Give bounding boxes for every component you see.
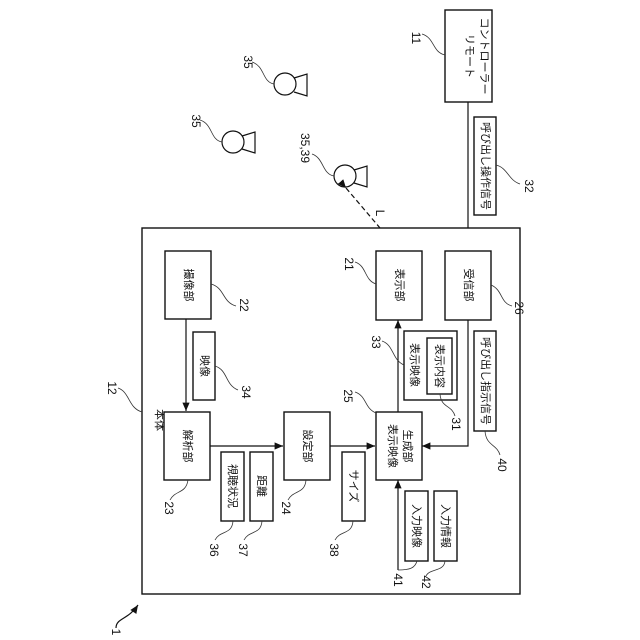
display-video-generator-block: 表示映像 生成部 bbox=[376, 412, 422, 480]
input-info-block: 入力情報 bbox=[434, 491, 457, 561]
input-info-label: 入力情報 bbox=[439, 504, 452, 548]
ref-33: 33 bbox=[369, 335, 383, 349]
size-block: サイズ bbox=[342, 452, 365, 521]
receiver-unit-block: 受信部 bbox=[445, 251, 491, 320]
ref-26: 26 bbox=[512, 301, 526, 315]
display-content-label: 表示内容 bbox=[433, 344, 447, 388]
distance-block: 距離 bbox=[250, 452, 273, 521]
distance-block-label: 距離 bbox=[255, 475, 269, 497]
video-block: 映像 bbox=[193, 332, 215, 400]
ref-35-a: 35 bbox=[241, 55, 255, 69]
ref-37: 37 bbox=[236, 543, 250, 557]
setting-unit-label: 設定部 bbox=[301, 430, 315, 463]
ref-42: 42 bbox=[419, 575, 433, 589]
ref-34: 34 bbox=[239, 385, 253, 399]
remote-label-line2: コントローラー bbox=[478, 18, 491, 95]
call-instruction-signal-block: 呼び出し指示信号 bbox=[474, 331, 496, 431]
ref-24: 24 bbox=[279, 501, 293, 515]
ref-38: 38 bbox=[327, 543, 341, 557]
call-operation-signal-block: 呼び出し操作信号 bbox=[474, 117, 496, 215]
viewer-person-icon-target bbox=[334, 165, 367, 187]
imaging-unit-label: 撮像部 bbox=[182, 269, 196, 302]
remote-controller-block: リモート コントローラー bbox=[445, 10, 492, 102]
call-instruction-signal-label: 呼び出し指示信号 bbox=[479, 337, 493, 425]
size-label: サイズ bbox=[347, 470, 361, 503]
ref-25: 25 bbox=[341, 389, 355, 403]
system-ref-arrow bbox=[116, 605, 138, 628]
generator-label-line2: 生成部 bbox=[401, 430, 415, 463]
viewing-status-block: 視聴状況 bbox=[221, 452, 244, 521]
ref-32: 32 bbox=[522, 179, 536, 193]
display-unit-label: 表示部 bbox=[393, 269, 407, 302]
viewing-status-label: 視聴状況 bbox=[226, 464, 240, 508]
display-video-label: 表示映像 bbox=[408, 343, 422, 387]
ref-12: 12 bbox=[105, 381, 119, 395]
ref-31: 31 bbox=[449, 417, 463, 431]
call-operation-signal-label: 呼び出し操作信号 bbox=[479, 122, 493, 210]
ref-21: 21 bbox=[342, 257, 356, 271]
analysis-unit-block: 解析部 bbox=[164, 412, 210, 480]
ref-22: 22 bbox=[237, 298, 251, 312]
display-unit-block: 表示部 bbox=[376, 251, 422, 320]
ref-1: 1 bbox=[109, 629, 123, 636]
distance-label: L bbox=[373, 210, 387, 217]
input-video-label: 入力映像 bbox=[410, 504, 423, 548]
input-video-block: 入力映像 bbox=[405, 491, 428, 561]
ref-11: 11 bbox=[409, 32, 423, 45]
setting-unit-block: 設定部 bbox=[284, 412, 330, 480]
display-video-block: 表示映像 表示内容 bbox=[404, 331, 457, 400]
viewer-person-icon bbox=[274, 73, 307, 96]
ref-36: 36 bbox=[207, 543, 221, 557]
generator-label-line1: 表示映像 bbox=[386, 424, 400, 468]
viewer-person-icon bbox=[222, 131, 255, 153]
remote-label-line1: リモート bbox=[463, 34, 476, 78]
ref-35-b: 35 bbox=[189, 114, 203, 128]
ref-35-39: 35,39 bbox=[298, 133, 312, 163]
video-label: 映像 bbox=[198, 355, 211, 377]
ref-40: 40 bbox=[495, 458, 509, 472]
ref-41: 41 bbox=[391, 573, 405, 587]
ref-23: 23 bbox=[162, 501, 176, 515]
receiver-unit-label: 受信部 bbox=[462, 269, 476, 302]
imaging-unit-block: 撮像部 bbox=[165, 251, 211, 319]
analysis-unit-label: 解析部 bbox=[181, 430, 195, 463]
